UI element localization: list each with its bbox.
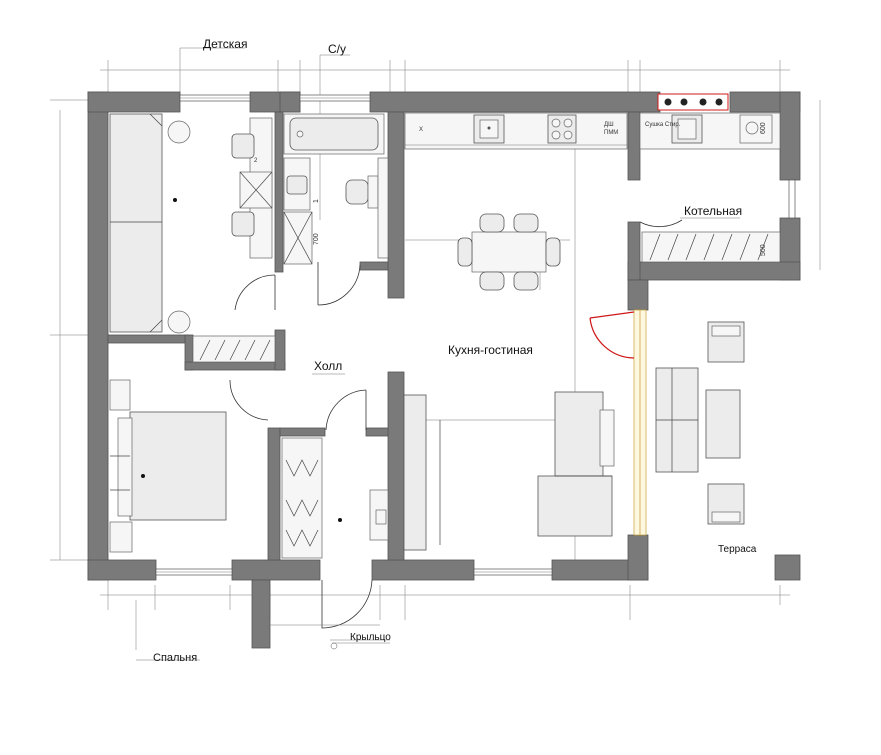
desk-mark: 2: [254, 158, 258, 164]
exterior-walls: [87, 91, 801, 649]
terrace-furniture: [655, 321, 745, 525]
room-label-boiler: Котельная: [684, 204, 742, 218]
boiler-depth-dim: 500: [760, 244, 767, 256]
bath-width-dim: 700: [313, 233, 320, 245]
dryer-washer-label: Сушка Стир.: [645, 122, 681, 128]
room-label-kids: Детская: [203, 37, 247, 51]
room-label-terrace: Терраса: [718, 544, 757, 555]
dining-set: [457, 213, 561, 291]
hall-wardrobe: [281, 437, 389, 559]
windows: [155, 94, 796, 576]
room-label-porch: Крыльцо: [350, 632, 391, 643]
kids-room-furniture: [109, 113, 276, 363]
boiler-room-shelf: [641, 231, 781, 263]
bathroom-fixtures: [283, 113, 389, 265]
room-label-bedroom: Спальня: [153, 652, 197, 664]
room-label-kitchen-living: Кухня-гостиная: [448, 343, 533, 357]
living-furniture: [403, 391, 615, 551]
appliance-labels: X ДШ ПММ Сушка Стир. 2 700 1 600 500: [254, 122, 767, 256]
kitchen-counter: [404, 93, 781, 150]
room-labels: Детская С/у Котельная Холл Кухня-гостина…: [153, 37, 757, 664]
bedroom-furniture: [109, 379, 227, 553]
room-label-bathroom: С/у: [328, 42, 346, 56]
interior-walls: [107, 111, 649, 561]
room-label-hall: Холл: [314, 359, 342, 373]
oven-label: ДШ: [604, 122, 614, 128]
doors: [229, 219, 683, 629]
bath-depth-dim: 1: [313, 199, 320, 203]
dishwasher-label: ПММ: [604, 130, 618, 136]
label-leaders: [312, 217, 740, 650]
kitchen-unit-dim: 600: [760, 122, 767, 134]
x-mark: X: [419, 127, 423, 133]
